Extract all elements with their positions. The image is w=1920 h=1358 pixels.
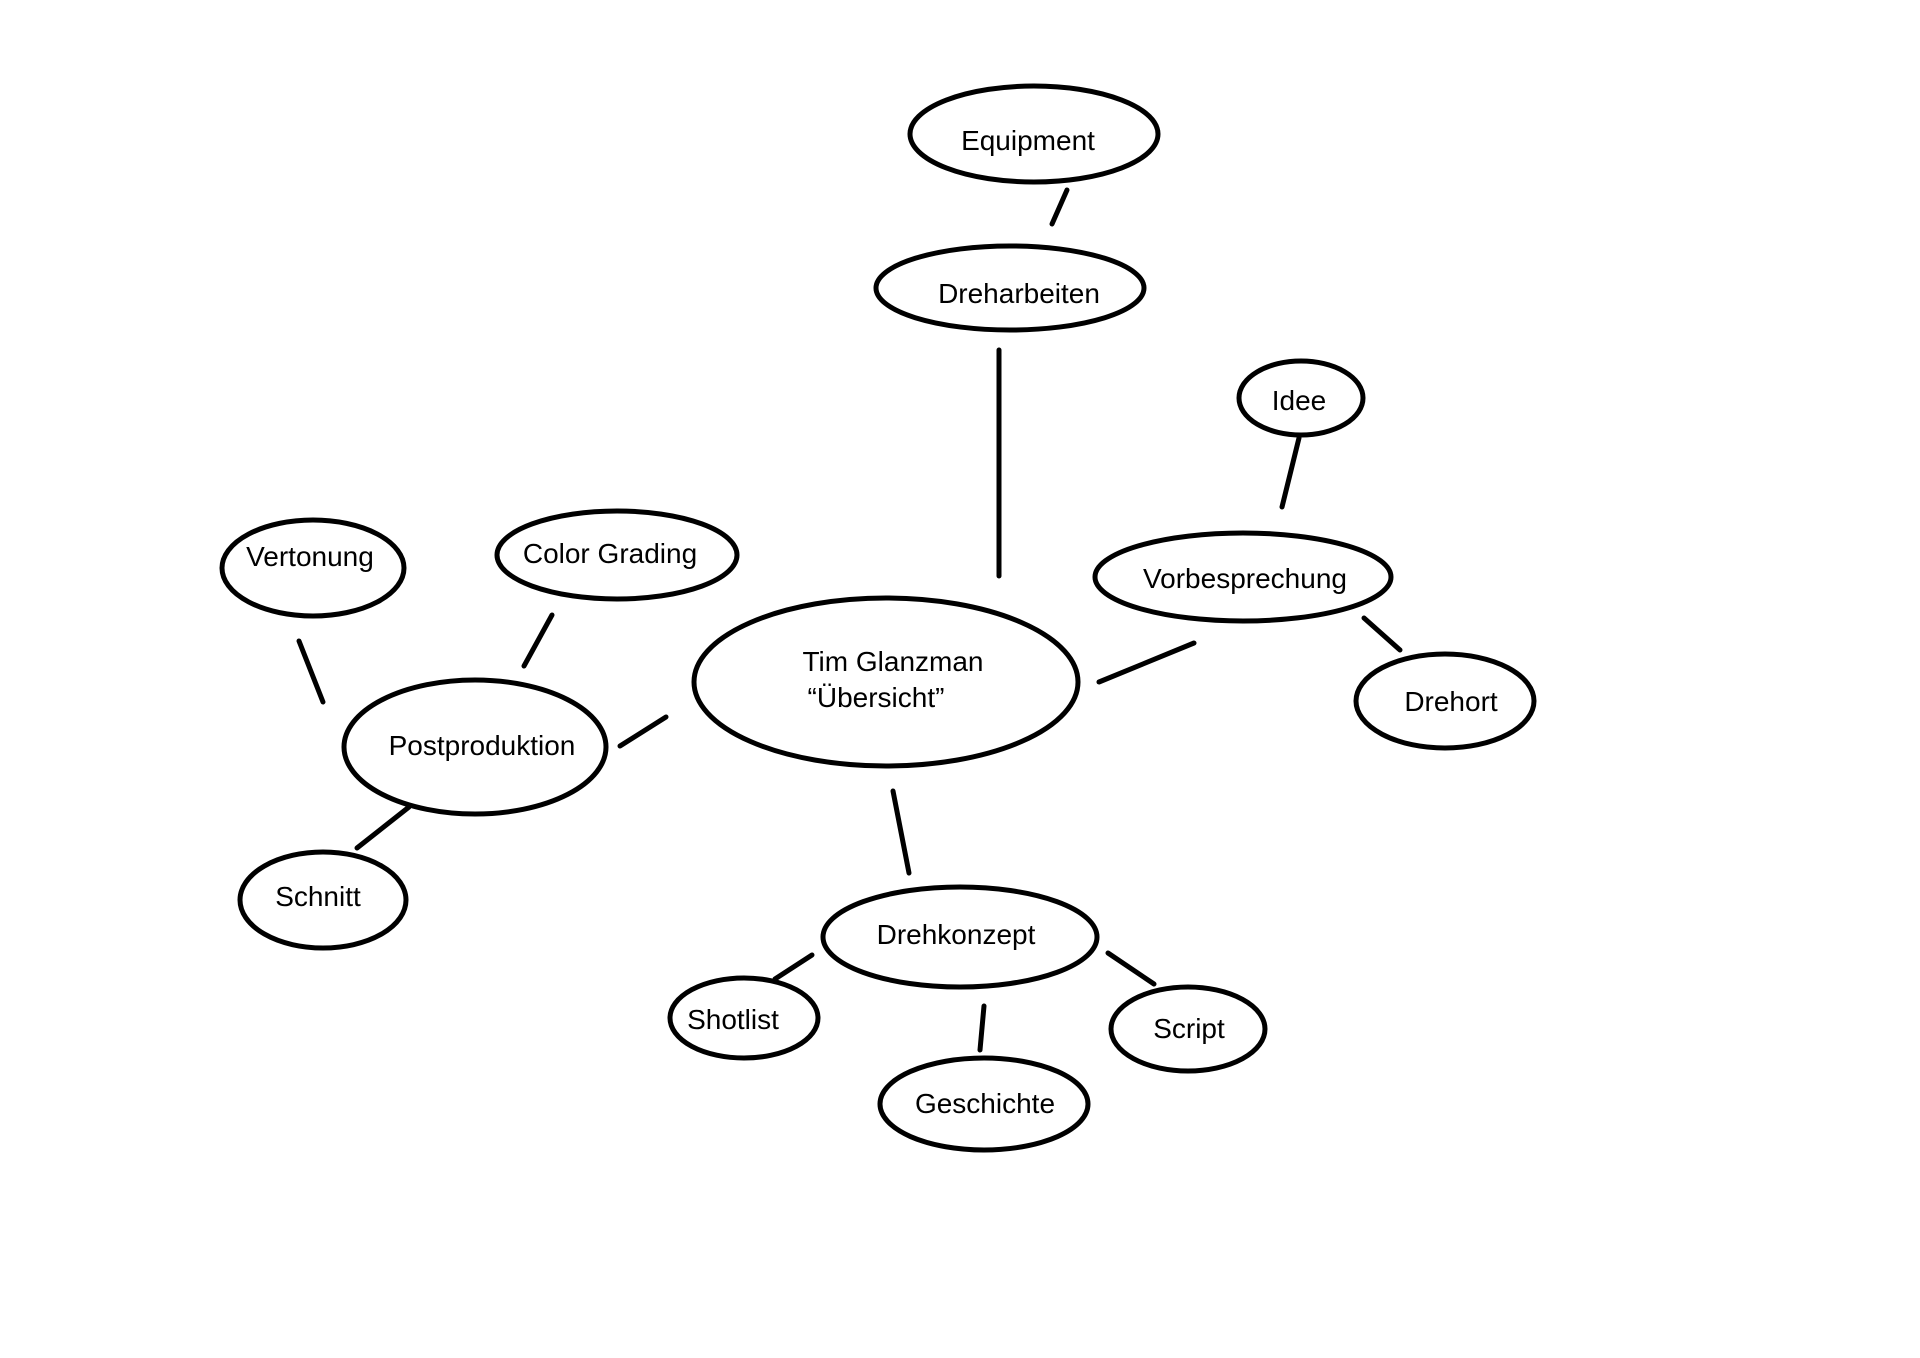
connector-drehkonzept-geschichte <box>977 1003 987 1053</box>
connector-center-postproduktion <box>617 714 669 749</box>
node-script: Script <box>1108 984 1268 1074</box>
node-geschichte-label: Geschichte <box>915 1088 1055 1119</box>
node-vorbesprechung: Vorbesprechung <box>1092 530 1394 624</box>
node-idee-label: Idee <box>1272 385 1327 416</box>
node-drehkonzept: Drehkonzept <box>820 884 1100 990</box>
node-postproduktion: Postproduktion <box>341 677 609 817</box>
node-equipment-label: Equipment <box>961 125 1095 156</box>
connector-drehkonzept-script <box>1105 950 1157 987</box>
node-vorbesprechung-label: Vorbesprechung <box>1143 563 1347 594</box>
center-node: Tim Glanzman “Übersicht” <box>691 595 1081 769</box>
connector-postproduktion-schnitt <box>354 804 412 851</box>
node-color-grading: Color Grading <box>494 508 740 602</box>
connector-vorbesprechung-drehort <box>1361 615 1403 653</box>
connector-drehkonzept-shotlist <box>772 952 815 982</box>
connector-equipment-dreharbeiten <box>1049 187 1070 227</box>
node-shotlist: Shotlist <box>667 975 821 1061</box>
connector-vorbesprechung-center <box>1096 640 1197 685</box>
connector-vertonung-postproduktion <box>296 638 326 705</box>
node-vertonung-label: Vertonung <box>246 541 374 572</box>
connectors <box>296 187 1403 1053</box>
node-schnitt-label: Schnitt <box>275 881 361 912</box>
center-title: Tim Glanzman <box>802 646 983 677</box>
node-schnitt: Schnitt <box>237 849 409 951</box>
node-dreharbeiten: Dreharbeiten <box>873 243 1147 333</box>
node-equipment: Equipment <box>907 83 1161 185</box>
node-dreharbeiten-label: Dreharbeiten <box>938 278 1100 309</box>
node-color-grading-label: Color Grading <box>523 538 697 569</box>
connector-center-drehkonzept <box>890 788 912 876</box>
node-vertonung: Vertonung <box>219 517 407 619</box>
node-drehort: Drehort <box>1353 651 1537 751</box>
connector-idee-vorbesprechung <box>1279 435 1302 510</box>
connector-colorgrading-postproduktion <box>521 612 555 669</box>
node-drehort-label: Drehort <box>1404 686 1498 717</box>
node-script-label: Script <box>1153 1013 1225 1044</box>
node-idee: Idee <box>1236 358 1366 438</box>
center-subtitle: “Übersicht” <box>808 682 945 713</box>
node-drehkonzept-label: Drehkonzept <box>877 919 1036 950</box>
node-geschichte: Geschichte <box>877 1055 1091 1153</box>
node-shotlist-label: Shotlist <box>687 1004 779 1035</box>
node-postproduktion-label: Postproduktion <box>389 730 576 761</box>
